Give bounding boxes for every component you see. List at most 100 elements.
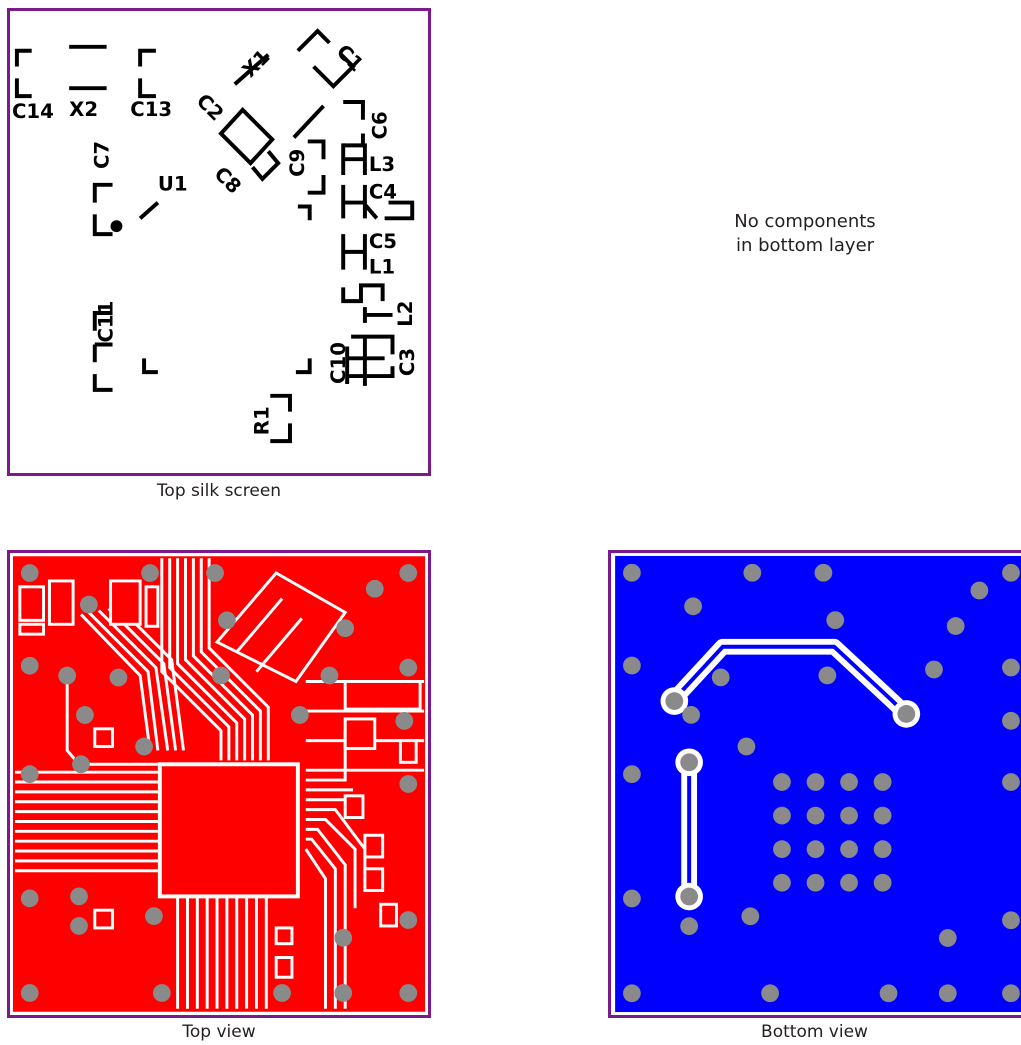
via	[20, 984, 39, 1002]
bottom-trace-upper-inner	[672, 644, 909, 716]
trace-top-fan	[160, 558, 270, 761]
pad-l-1	[93, 727, 115, 749]
r1-outline	[270, 393, 292, 444]
l2-outline	[341, 283, 393, 323]
via	[70, 887, 88, 906]
c6-outline	[343, 100, 365, 148]
via	[623, 765, 641, 784]
via	[773, 773, 791, 791]
via	[135, 737, 153, 756]
via	[806, 840, 825, 859]
via	[1002, 984, 1020, 1003]
pad-r-3	[398, 739, 418, 764]
pad-c13	[109, 579, 142, 626]
label-c7: C7	[91, 141, 114, 169]
trace-top-right	[214, 571, 348, 684]
via	[623, 984, 641, 1003]
c9-outline	[292, 104, 325, 139]
label-l1: L1	[369, 256, 395, 279]
trace-bottom-fan	[176, 888, 268, 1009]
via	[218, 611, 236, 630]
c5-outline	[341, 234, 367, 270]
pad-b-2	[274, 956, 294, 979]
via	[334, 928, 353, 947]
note-line-2: in bottom layer	[735, 235, 875, 256]
via	[680, 753, 699, 772]
label-c10: C10	[327, 342, 350, 384]
via	[399, 984, 418, 1002]
via	[711, 668, 730, 687]
u1-mark-br	[295, 358, 312, 375]
top-copper-drawing	[12, 556, 426, 1012]
label-r1: R1	[250, 406, 273, 435]
via	[873, 873, 892, 892]
via	[1002, 658, 1020, 677]
via	[290, 706, 309, 724]
label-c9: C9	[286, 149, 309, 177]
via	[152, 984, 171, 1002]
via	[336, 619, 355, 638]
u1-mark-tr	[297, 204, 312, 221]
via	[365, 579, 384, 598]
via	[737, 737, 756, 756]
pad-l-2	[93, 908, 115, 930]
trace-left-loop	[65, 676, 158, 766]
via	[623, 563, 641, 582]
top-view-caption: Top view	[182, 1022, 256, 1042]
via	[840, 873, 858, 892]
note-line-1: No components	[734, 211, 876, 232]
c1-outline	[296, 28, 356, 90]
via	[773, 806, 791, 825]
via	[399, 911, 418, 929]
label-c6: C6	[369, 111, 392, 139]
via	[840, 840, 858, 859]
bottom-layer-note: No components in bottom layer	[690, 210, 920, 258]
via	[925, 660, 943, 679]
label-c2: C2	[192, 89, 228, 125]
via	[818, 666, 837, 685]
pad-c13b	[144, 585, 160, 628]
c4-outline	[341, 184, 415, 221]
label-x2: X2	[69, 98, 98, 121]
pad-r-4	[343, 794, 365, 819]
pad-c14-top	[18, 585, 45, 622]
via	[897, 705, 916, 723]
via	[1002, 911, 1020, 930]
label-c8: C8	[210, 162, 246, 198]
u1-mark-tl	[138, 201, 160, 220]
u1-pin1-dot	[110, 220, 123, 233]
trace-left-bus	[14, 770, 158, 873]
via	[20, 656, 39, 675]
c14-outline	[14, 48, 32, 99]
via	[680, 887, 699, 906]
via	[814, 563, 833, 582]
bottom-view-caption: Bottom view	[761, 1022, 868, 1042]
via	[623, 656, 641, 675]
via	[399, 564, 418, 582]
label-u1: U1	[158, 173, 188, 196]
via	[1002, 711, 1020, 730]
via	[320, 666, 339, 685]
via	[20, 889, 39, 908]
via	[684, 597, 702, 616]
via	[58, 666, 77, 685]
via	[1002, 773, 1020, 791]
top-view-panel	[7, 550, 431, 1018]
via	[72, 755, 90, 774]
x1-outline	[233, 53, 270, 86]
via	[70, 917, 88, 935]
x2-outline	[69, 44, 107, 91]
via	[206, 564, 224, 582]
via	[20, 765, 39, 784]
via	[623, 889, 641, 908]
l3-outline	[341, 143, 367, 175]
via	[20, 564, 39, 582]
label-l2: L2	[394, 301, 417, 327]
silk-screen-drawing: C14 X2 C13 X1 C1 C2 C8 C9 C6 C7 U1 L3 C4…	[12, 28, 419, 444]
via	[826, 611, 845, 630]
u1-thermal-pad	[157, 762, 300, 899]
pad-r-6	[363, 867, 385, 892]
c10-outline	[345, 334, 395, 386]
via	[840, 806, 858, 825]
via	[873, 840, 892, 859]
